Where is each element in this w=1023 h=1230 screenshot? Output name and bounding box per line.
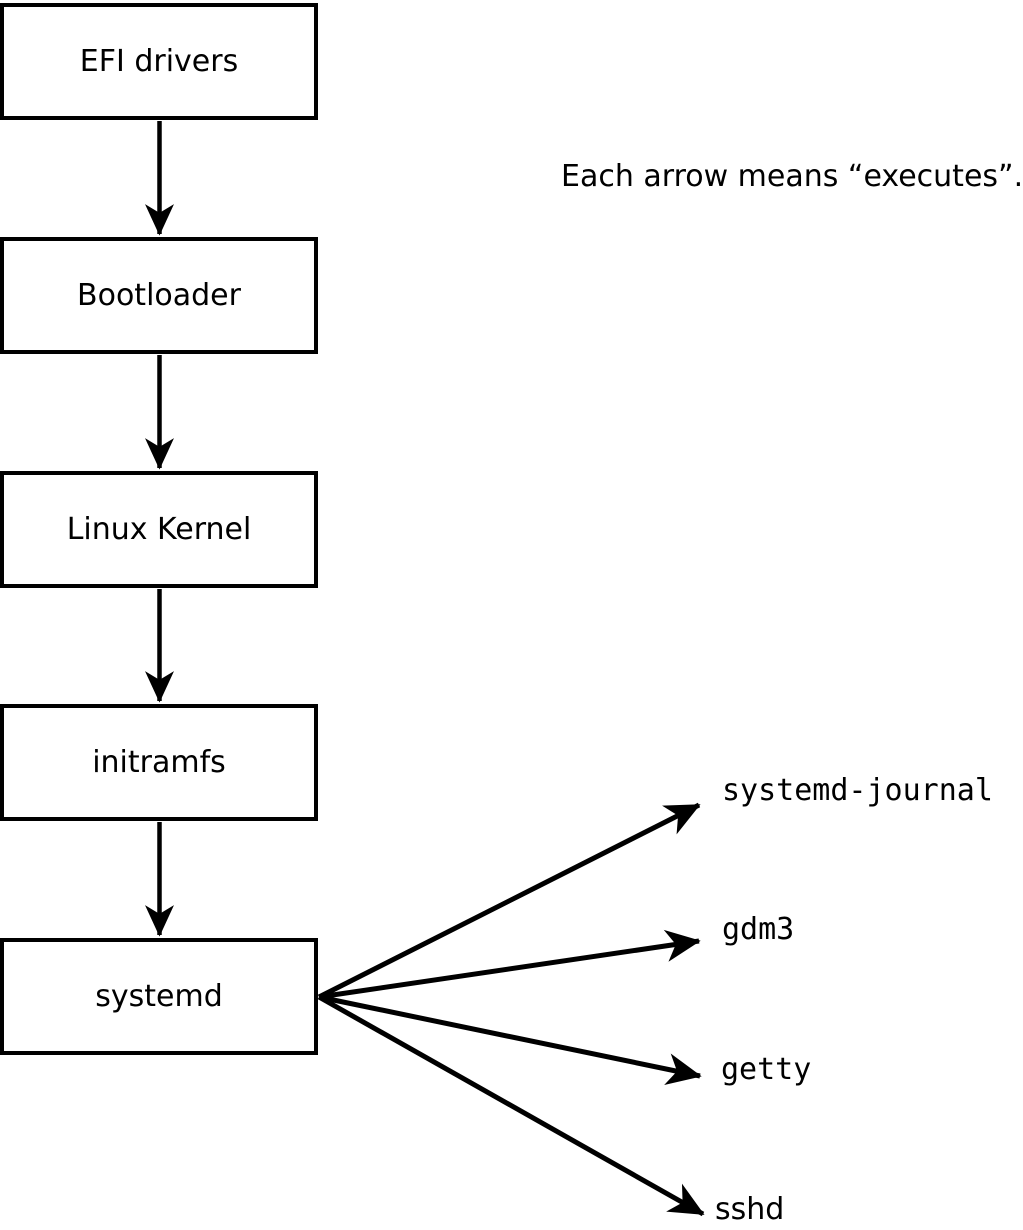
node-bootloader-label: Bootloader	[77, 277, 241, 313]
node-initramfs-label: initramfs	[92, 744, 226, 780]
node-efi-drivers-label: EFI drivers	[79, 43, 239, 79]
node-systemd: systemd	[0, 938, 318, 1055]
arrow-systemd-to-getty	[318, 994, 702, 1086]
node-initramfs: initramfs	[0, 704, 318, 821]
arrow-systemd-to-journal	[317, 802, 701, 1000]
service-label-systemd-journal: systemd-journal	[722, 773, 993, 808]
arrow-systemd-to-sshd	[317, 994, 705, 1217]
node-linux-kernel: Linux Kernel	[0, 471, 318, 588]
arrow-systemd-to-gdm3	[318, 929, 701, 1000]
node-bootloader: Bootloader	[0, 237, 318, 354]
service-label-getty: getty	[721, 1052, 812, 1087]
node-efi-drivers: EFI drivers	[0, 3, 318, 120]
service-label-gdm3: gdm3	[722, 912, 795, 947]
node-systemd-label: systemd	[95, 978, 223, 1014]
diagram-caption: Each arrow means “executes”.	[561, 159, 1023, 194]
service-label-sshd: sshd	[715, 1192, 785, 1227]
node-linux-kernel-label: Linux Kernel	[66, 511, 252, 547]
